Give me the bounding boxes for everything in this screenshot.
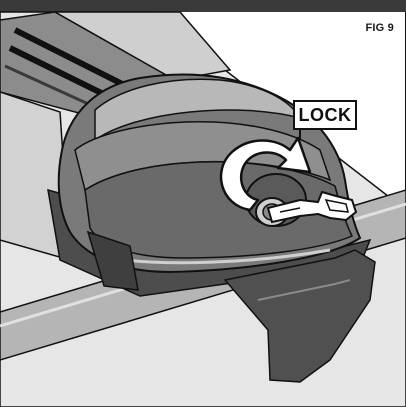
key-icon <box>266 190 358 224</box>
clockwise-arrow-icon <box>219 136 312 212</box>
bar-upper-face <box>52 11 232 81</box>
clamp-bracket-edge <box>257 279 351 301</box>
side-bracket <box>86 230 139 291</box>
top-bar <box>0 0 406 12</box>
figure-number-label: FIG 9 <box>365 22 394 34</box>
lock-callout-label: LOCK <box>293 100 357 130</box>
